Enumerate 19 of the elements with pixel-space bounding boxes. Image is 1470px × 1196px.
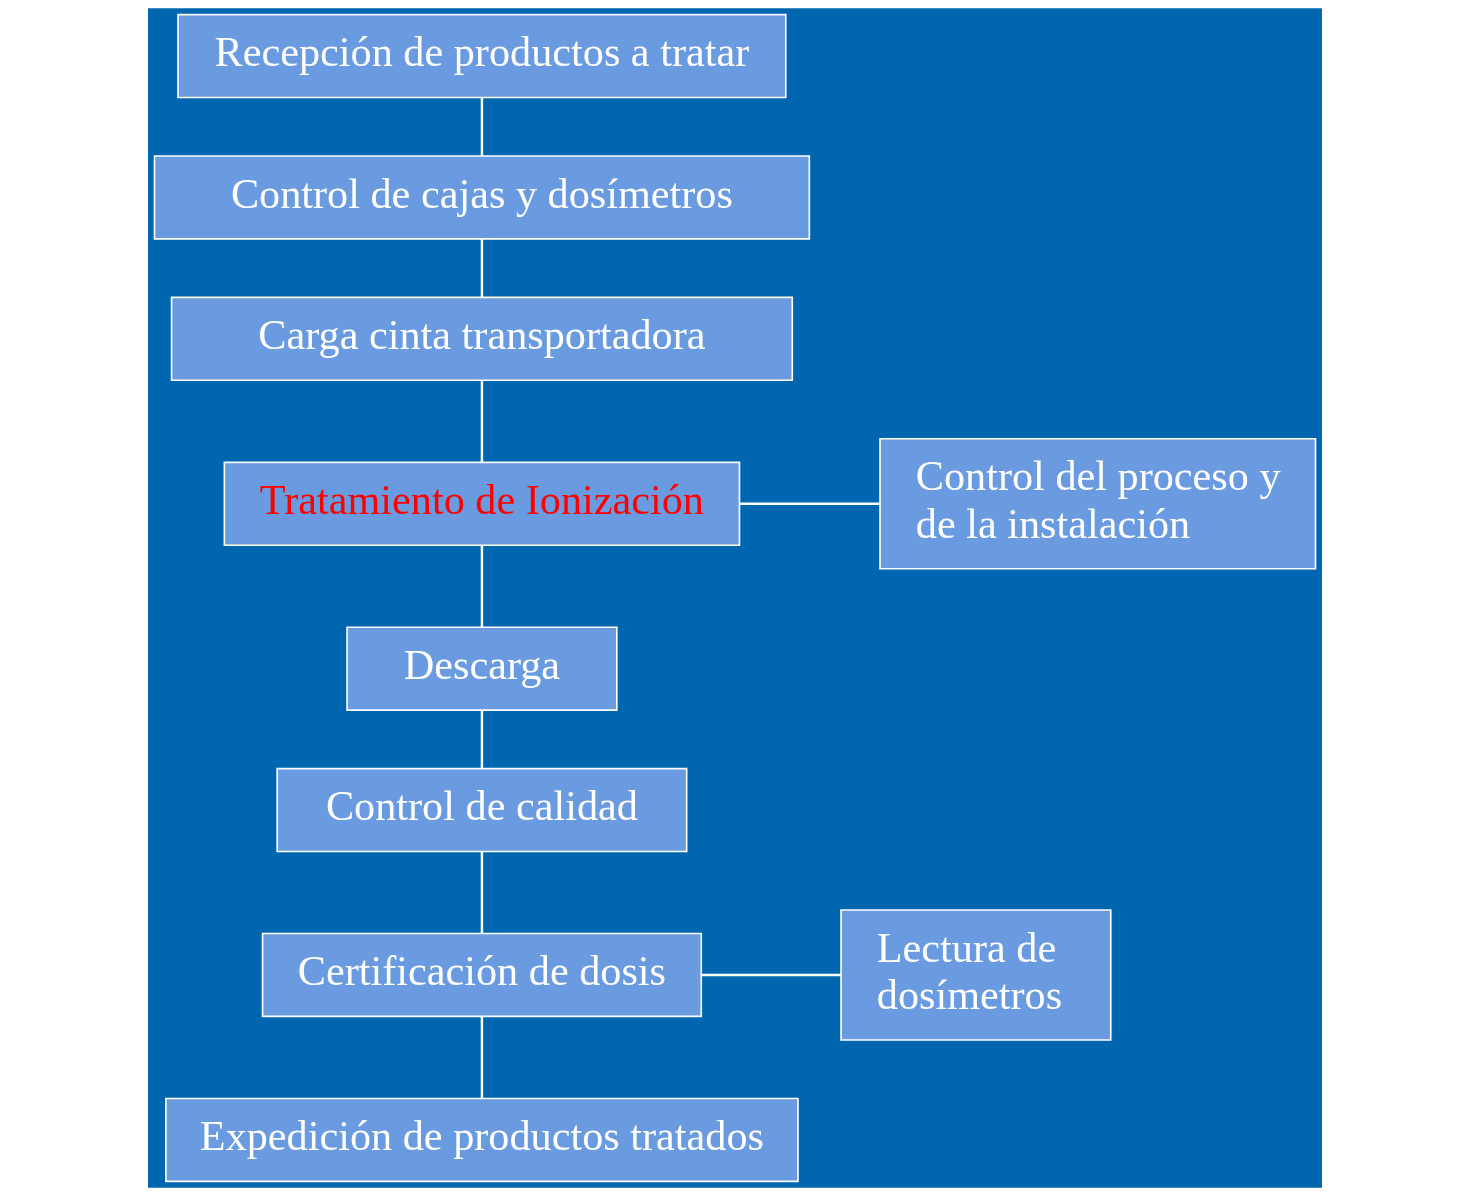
node-box: Expedición de productos tratados xyxy=(165,1097,799,1183)
node-box: Carga cinta transportadora xyxy=(170,296,794,382)
connector xyxy=(480,380,484,463)
connector xyxy=(480,545,484,627)
node-box: Control del proceso y de la instalación xyxy=(879,437,1317,570)
connector xyxy=(701,973,841,977)
connector xyxy=(480,97,484,156)
node-box: Lectura de dosímetros xyxy=(840,909,1112,1041)
node-box: Recepción de productos a tratar xyxy=(177,13,787,99)
node-box: Certificación de dosis xyxy=(261,932,703,1018)
connector xyxy=(739,502,880,505)
node-box: Control de cajas y dosímetros xyxy=(153,155,811,240)
node-box: Descarga xyxy=(346,626,618,711)
connector xyxy=(480,851,484,934)
node-box: Tratamiento de Ionización xyxy=(223,461,741,546)
node-box: Control de calidad xyxy=(276,767,688,853)
connector xyxy=(480,239,484,298)
connector xyxy=(480,1016,484,1099)
connector xyxy=(480,710,484,769)
